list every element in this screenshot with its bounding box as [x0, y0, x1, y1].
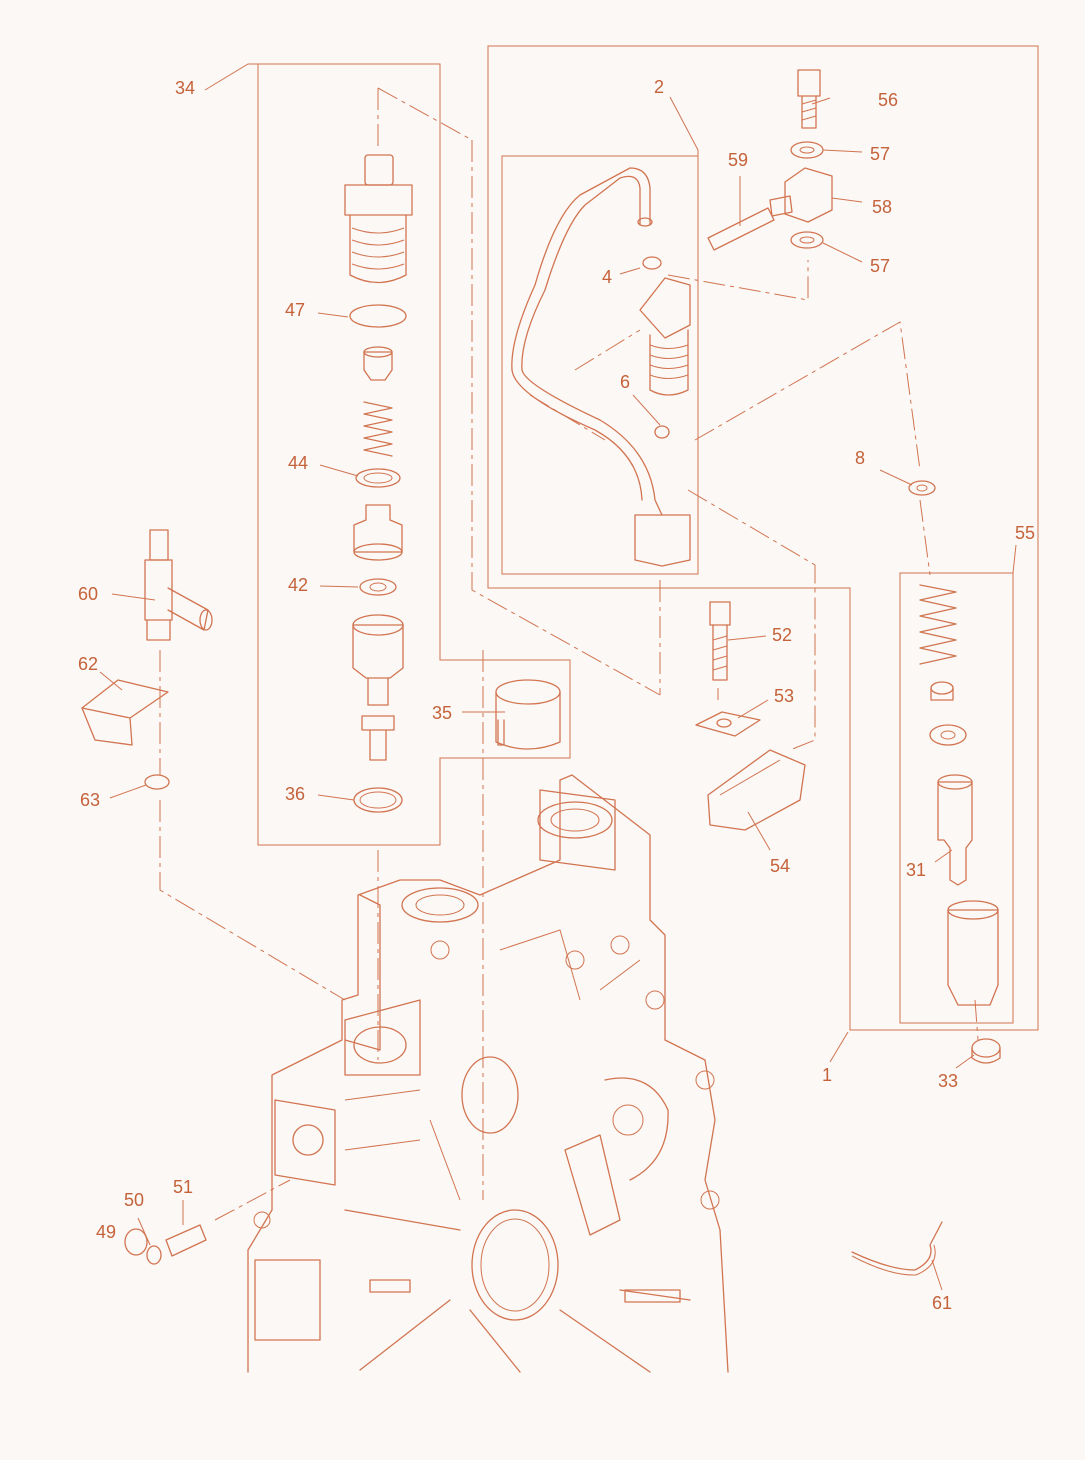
part-washer-44 [355, 468, 401, 488]
part-nipple-4 [642, 256, 662, 270]
part-ring-36 [353, 787, 403, 813]
part-bolt-56 [797, 69, 821, 129]
part-bolt-52 [709, 601, 731, 681]
part-ball-6 [654, 425, 670, 439]
part-distance-piece [929, 724, 967, 746]
callout-33: 33 [938, 1071, 958, 1091]
part-washer-57-bottom [790, 231, 824, 249]
callout-49: 49 [96, 1222, 116, 1242]
part-valve-stopper [363, 346, 393, 381]
part-delivery-valve-holder [344, 154, 413, 284]
callout-53: 53 [774, 686, 794, 706]
callout-2: 2 [654, 77, 664, 97]
callout-58: 58 [872, 197, 892, 217]
callout-8: 8 [855, 448, 865, 468]
callout-4: 4 [602, 267, 612, 287]
part-control-sleeve-35 [495, 679, 561, 750]
callout-1: 1 [822, 1065, 832, 1085]
callout-59: 59 [728, 150, 748, 170]
part-washer-8 [908, 480, 936, 496]
callout-51: 51 [173, 1177, 193, 1197]
part-delivery-valve [353, 504, 403, 561]
callout-61: 61 [932, 1293, 952, 1313]
callout-44: 44 [288, 453, 308, 473]
callout-54: 54 [770, 856, 790, 876]
leader-lines [99, 63, 1017, 1291]
group-box-55 [899, 572, 1014, 1024]
part-union-body [639, 277, 691, 396]
part-pipe-59 [707, 207, 775, 251]
part-washer-57-top [790, 141, 824, 159]
callout-36: 36 [285, 784, 305, 804]
part-clamp-53 [695, 711, 761, 737]
part-washer-50 [146, 1245, 162, 1265]
callout-62: 62 [78, 654, 98, 674]
callout-56: 56 [878, 90, 898, 110]
callout-34: 34 [175, 78, 195, 98]
part-pump-housing [247, 774, 729, 1373]
part-delivery-spring [363, 401, 393, 457]
part-banjo-58 [769, 167, 833, 223]
part-spring-seat [930, 681, 954, 701]
part-wire-61 [851, 1221, 943, 1276]
part-fitting-60 [144, 529, 213, 641]
part-plate-62 [81, 679, 169, 746]
part-o-ring-47 [349, 304, 407, 328]
callout-labels: 34 47 44 42 36 35 60 62 63 2 4 6 59 56 5… [78, 77, 1035, 1313]
group-box-34 [257, 63, 571, 846]
part-nozzle-spring [919, 584, 957, 665]
callout-57-top: 57 [870, 144, 890, 164]
part-plunger-barrel [352, 614, 404, 761]
center-lines [159, 87, 979, 1221]
callout-63: 63 [80, 790, 100, 810]
part-injection-pipe [511, 167, 691, 567]
group-box-1 [487, 45, 1039, 1031]
callout-6: 6 [620, 372, 630, 392]
part-clamp-54 [707, 749, 806, 831]
callout-31: 31 [906, 860, 926, 880]
part-plug-49 [124, 1228, 148, 1256]
callout-50: 50 [124, 1190, 144, 1210]
callout-47: 47 [285, 300, 305, 320]
part-washer-63 [144, 774, 170, 790]
part-washer-33 [971, 1038, 1001, 1064]
part-gasket-42 [359, 578, 397, 596]
part-nozzle-31 [937, 774, 973, 886]
callout-52: 52 [772, 625, 792, 645]
callout-60: 60 [78, 584, 98, 604]
part-pin-51 [165, 1224, 207, 1257]
group-box-2 [501, 155, 699, 575]
callout-57-bottom: 57 [870, 256, 890, 276]
callout-55: 55 [1015, 523, 1035, 543]
part-retaining-nut [947, 900, 999, 1006]
callout-35: 35 [432, 703, 452, 723]
callout-42: 42 [288, 575, 308, 595]
